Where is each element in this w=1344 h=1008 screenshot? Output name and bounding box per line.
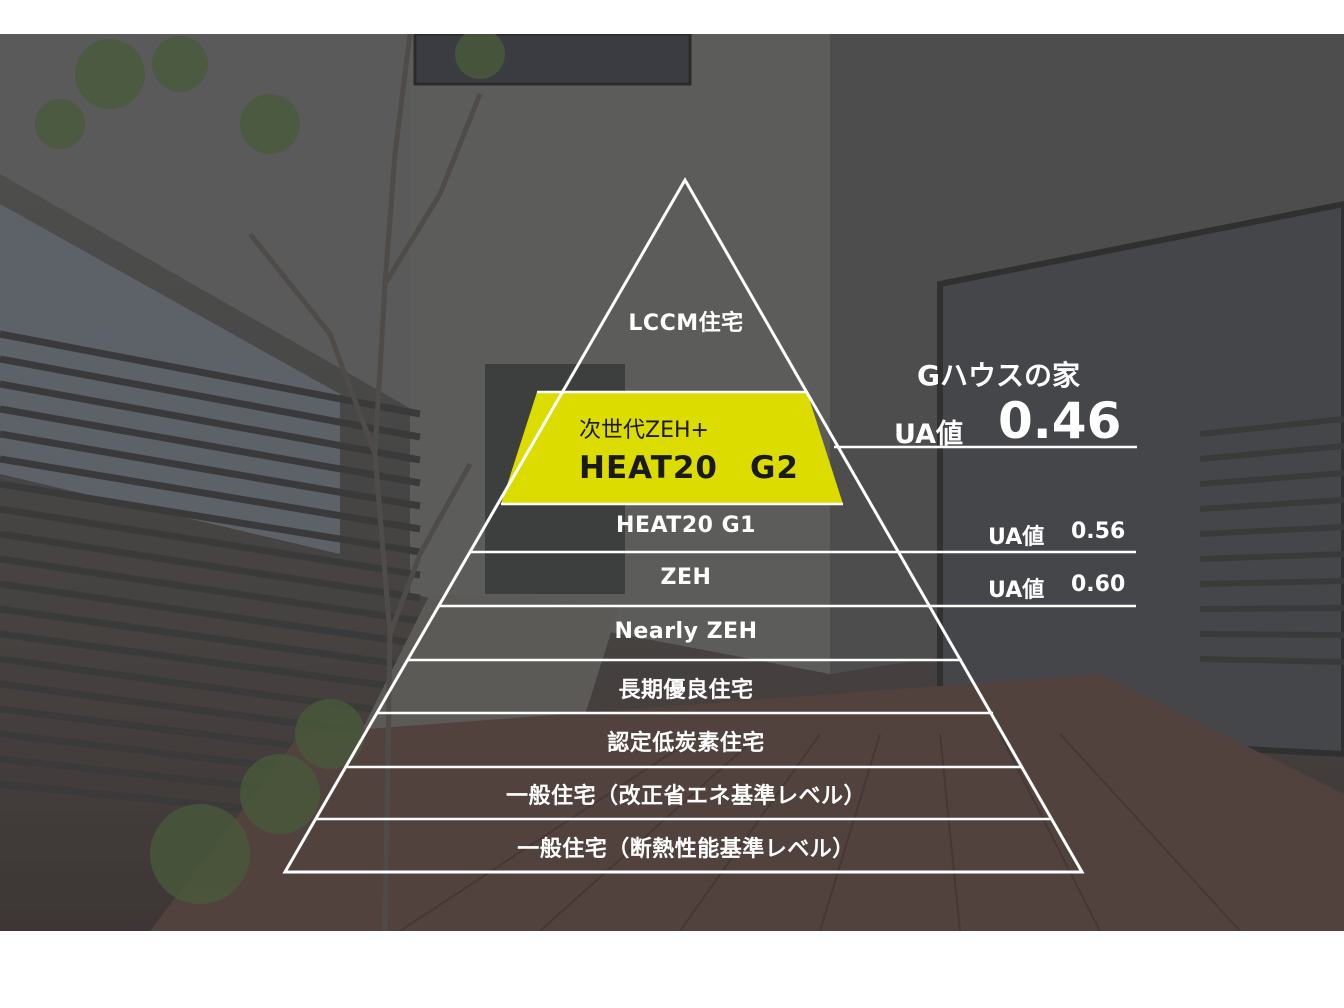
tier-lccm: LCCM住宅 — [628, 311, 744, 336]
highlight-sub-label: 次世代ZEH+ — [579, 418, 709, 443]
tree — [248, 34, 483, 931]
comparison-1-label: UA値 — [988, 525, 1045, 550]
tier-long-term-quality: 長期優良住宅 — [618, 678, 754, 703]
tier-dividers — [315, 390, 1136, 821]
background-photo — [0, 34, 1344, 931]
callout-title: Gハウスの家 — [917, 359, 1080, 392]
callout-ua-label: UA値 — [894, 419, 963, 450]
courtyard-house-illustration — [0, 34, 1344, 931]
right-louvered-fence — [1199, 416, 1344, 665]
comparison-2-label: UA値 — [988, 578, 1045, 603]
tier-general-insulation-standard: 一般住宅（断熱性能基準レベル） — [517, 837, 855, 862]
comparison-2-value: 0.60 — [1071, 572, 1126, 597]
callout-ua-value: 0.46 — [998, 392, 1122, 450]
foliage — [35, 34, 505, 904]
tier-low-carbon: 認定低炭素住宅 — [607, 731, 765, 756]
tier-general-energy-standard: 一般住宅（改正省エネ基準レベル） — [505, 784, 867, 809]
pyramid-outline — [282, 176, 1085, 874]
tier-heat20-g1: HEAT20 G1 — [616, 513, 756, 538]
comparison-1-value: 0.56 — [1071, 519, 1126, 544]
tier-zeh: ZEH — [660, 565, 712, 590]
highlight-main-label: HEAT20 G2 — [579, 450, 800, 486]
left-window-glass — [0, 204, 340, 554]
highlight-band — [501, 392, 843, 504]
tier-nearly-zeh: Nearly ZEH — [614, 619, 758, 644]
wood-deck — [150, 674, 1344, 931]
right-window — [937, 200, 1344, 758]
